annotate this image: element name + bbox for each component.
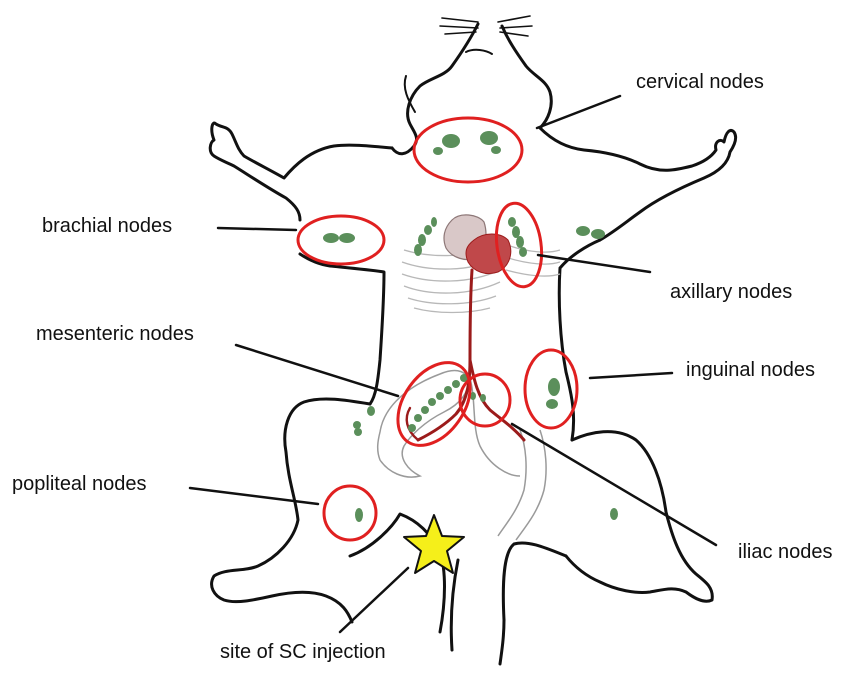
brachial-nodes-label: brachial nodes — [42, 214, 172, 238]
inguinal-nodes-label: inguinal nodes — [686, 358, 815, 382]
cervical-circle — [414, 118, 522, 182]
popliteal-leader — [190, 488, 318, 504]
axillary-nodes-label: axillary nodes — [670, 280, 792, 304]
iliac-nodes-label: iliac nodes — [738, 540, 833, 564]
cervical-nodes-label: cervical nodes — [636, 70, 764, 94]
injection-leader — [340, 568, 408, 632]
brachial-leader — [218, 228, 296, 230]
popliteal-circle — [324, 486, 376, 540]
star-icon — [404, 515, 464, 573]
mesenteric-nodes-label: mesenteric nodes — [36, 322, 194, 346]
mouse-outline — [210, 16, 735, 664]
inguinal-leader — [590, 373, 672, 378]
node-highlight-circles — [298, 118, 577, 540]
mesenteric-leader — [236, 345, 398, 396]
popliteal-nodes-label: popliteal nodes — [12, 472, 147, 496]
injection-site-label: site of SC injection — [220, 640, 386, 664]
iliac-leader — [512, 424, 716, 545]
